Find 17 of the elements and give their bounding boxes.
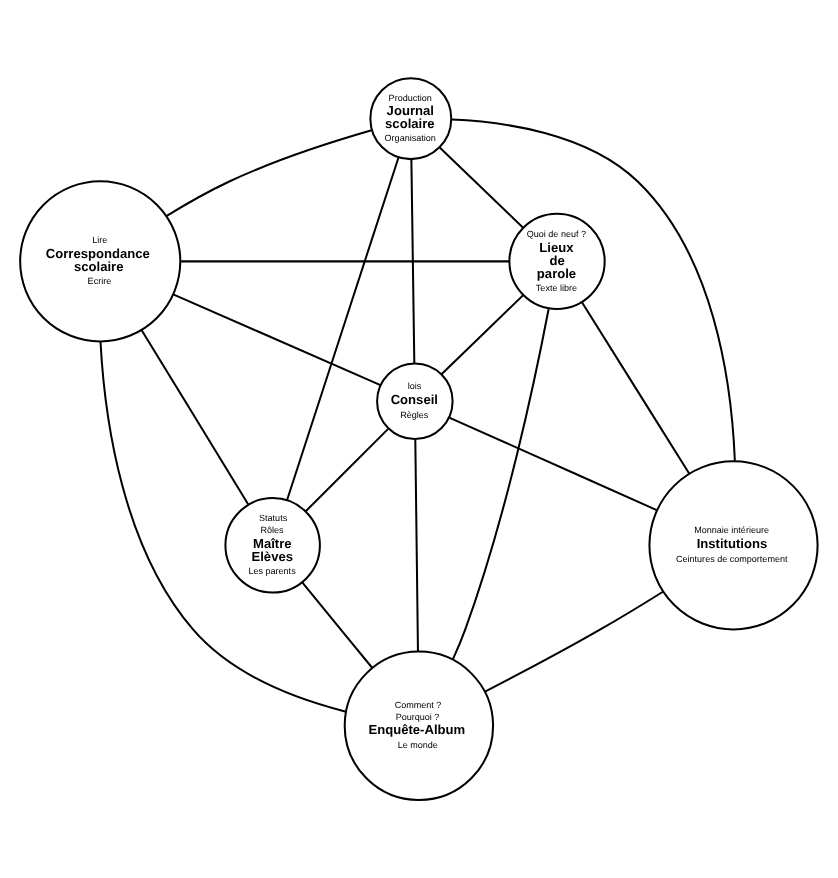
connector: [99, 341, 347, 713]
connector: [410, 159, 416, 364]
connector: [440, 294, 524, 376]
connector: [451, 308, 550, 661]
connector: [165, 129, 372, 217]
connector: [451, 118, 736, 461]
connector: [180, 260, 510, 263]
connector: [172, 293, 381, 387]
connector: [448, 416, 658, 511]
connector: [484, 590, 664, 693]
connector: [301, 581, 374, 669]
connector: [439, 146, 524, 229]
connector: [140, 329, 250, 506]
connector: [304, 427, 390, 513]
connector: [414, 439, 419, 652]
connector: [286, 157, 400, 501]
connector: [581, 301, 690, 474]
